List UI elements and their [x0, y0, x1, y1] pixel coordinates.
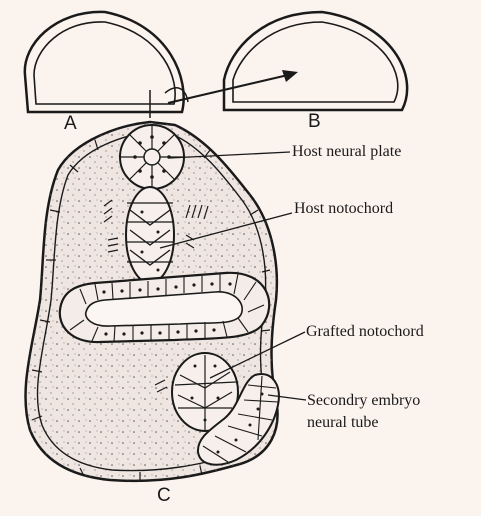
host-notochord [126, 187, 174, 283]
label-c: C [157, 485, 171, 507]
callout-secondary-embryo-line1: Secondry embryo [307, 390, 420, 411]
label-b: B [308, 111, 321, 133]
embryo-a [25, 12, 184, 112]
archenteron [60, 273, 269, 342]
label-a: A [64, 113, 77, 135]
callout-grafted-notochord: Grafted notochord [306, 321, 424, 342]
callout-host-notochord: Host notochord [294, 198, 393, 219]
callout-secondary-embryo-line2: neural tube [307, 412, 379, 433]
host-neural-plate [120, 125, 184, 189]
embryo-b [224, 12, 407, 110]
callout-host-neural-plate: Host neural plate [292, 141, 401, 162]
